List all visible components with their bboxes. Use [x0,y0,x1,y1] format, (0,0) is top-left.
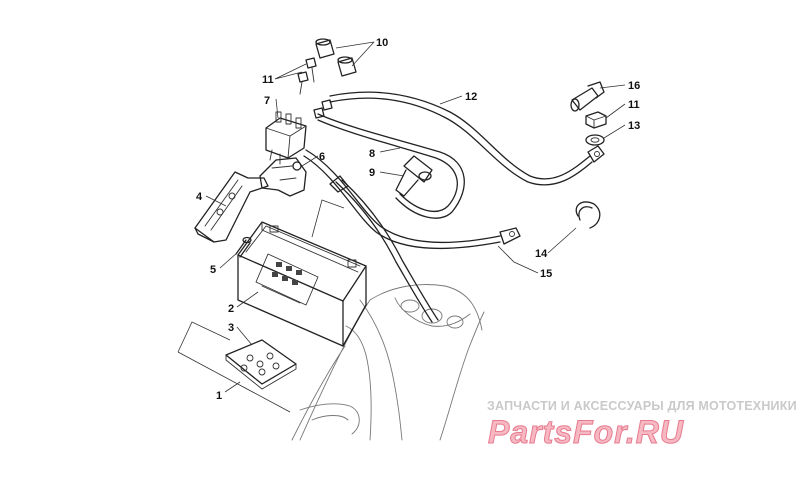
callout-7: 7 [264,95,270,107]
battery-terminal-icon [347,259,357,268]
callout-15: 15 [540,268,552,280]
callout-13: 13 [628,120,640,132]
battery-label-icon [276,262,282,267]
cable-8 [317,113,465,219]
clip-ring-14 [575,201,601,229]
cable-15 [303,149,521,249]
callout-11-left: 11 [262,74,274,86]
watermark-tagline: ЗАПЧАСТИ И АКСЕССУАРЫ ДЛЯ МОТОТЕХНИКИ [487,399,797,413]
callout-1: 1 [216,390,222,402]
starter-relay [265,111,307,165]
battery [237,221,367,347]
battery-mount-plate [225,339,297,390]
relay-bracket [259,157,307,197]
callout-4: 4 [196,191,203,203]
callout-14: 14 [535,248,548,260]
callout-3: 3 [228,322,234,334]
callout-16: 16 [628,80,640,92]
cable-12 [329,91,605,186]
nuts-11 [297,57,333,119]
callout-5: 5 [210,264,216,276]
callout-10: 10 [376,37,388,49]
terminal-boot-16 [570,81,605,112]
watermark-logo: PartsFor.RU [488,414,684,451]
frame-underseat-tray [291,284,485,441]
washer-13 [585,134,605,146]
callout-8: 8 [369,148,375,160]
battery-bracket [194,171,269,243]
terminal-boot-9 [395,155,433,197]
mounting-screw [235,236,252,258]
callout-12: 12 [465,91,477,103]
nut-11-right [585,111,607,129]
battery-cable-lead [329,175,439,323]
callout-leaders [205,41,626,393]
callout-6: 6 [319,151,325,163]
terminal-caps-10 [315,38,357,77]
callout-labels: 1 2 3 4 5 6 7 8 9 10 11 11 12 13 14 15 1… [196,37,640,402]
assembly-group-bracket [177,199,345,413]
callout-11-right: 11 [628,99,640,111]
callout-9: 9 [369,167,375,179]
callout-2: 2 [228,303,234,315]
